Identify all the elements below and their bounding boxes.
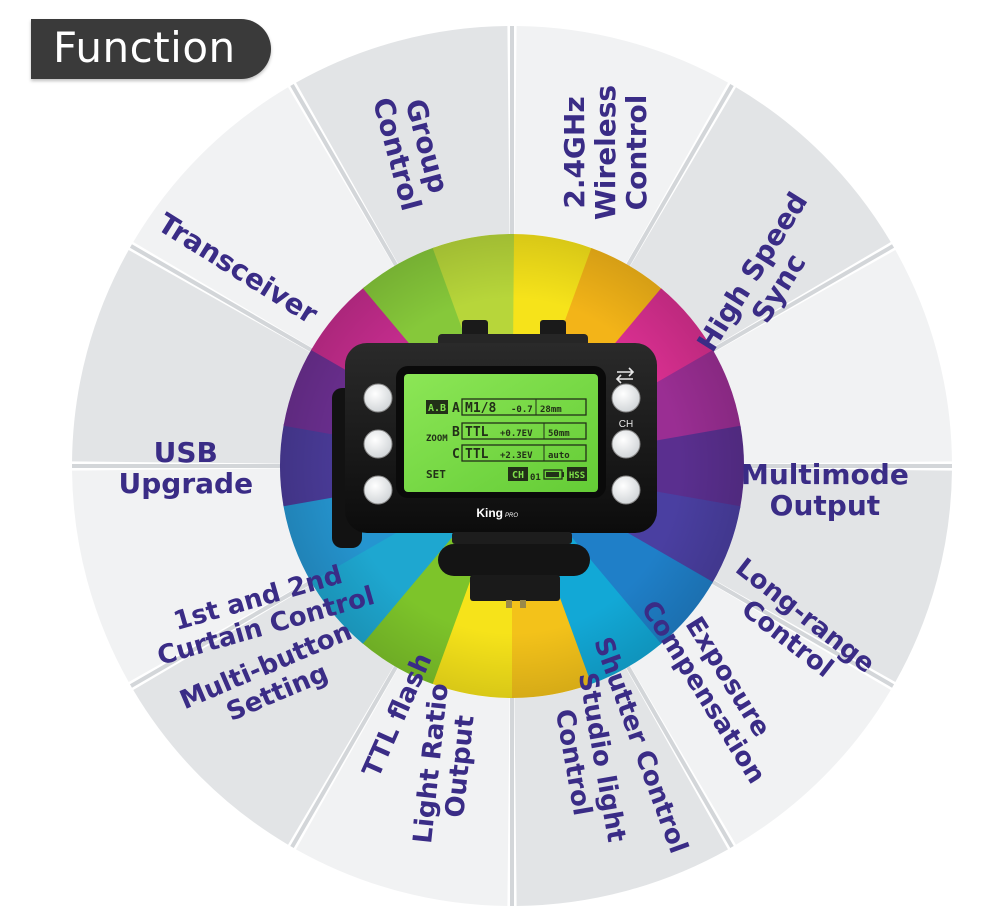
lcd-row-mode: TTL — [465, 425, 489, 440]
brand-name: King — [476, 506, 503, 520]
lcd-row-zoom: 28mm — [540, 405, 562, 415]
wheel-segment — [296, 668, 510, 906]
lcd-channel-label: CH — [512, 470, 524, 481]
segment-divider — [129, 580, 313, 688]
wheel-segment — [72, 250, 310, 464]
pairing-arrows-icon — [615, 367, 635, 384]
lcd-row-mode: M1/8 — [465, 401, 496, 416]
foot-shoe — [470, 575, 560, 601]
lcd-row-group: A — [452, 401, 460, 416]
segment-divider — [290, 83, 398, 267]
feature-label-line: Multimode — [741, 458, 909, 491]
page-title: Function — [53, 23, 236, 72]
left-button-2[interactable] — [363, 429, 393, 459]
segment-divider — [290, 665, 398, 849]
wheel-segment — [714, 250, 952, 464]
feature-label-line: Control — [619, 94, 653, 210]
lcd-row-comp: +0.7EV — [500, 429, 533, 439]
lcd-group-badge: A.B — [428, 403, 446, 414]
lcd-hss-label: HSS — [569, 471, 585, 481]
segment-divider — [626, 665, 734, 849]
feature-label-line: USB — [153, 436, 218, 469]
wheel-segment — [514, 668, 728, 906]
segment-divider — [626, 83, 734, 267]
lcd-row-comp: +2.3EV — [500, 451, 533, 461]
wheel-segment — [72, 468, 310, 682]
right-button-2[interactable] — [611, 429, 641, 459]
foot-lock-ring — [438, 544, 590, 576]
function-badge: Function — [31, 19, 271, 79]
lcd-row-group: C — [452, 447, 460, 462]
outer-segments — [72, 26, 952, 906]
right-button-1[interactable] — [611, 383, 641, 413]
segment-divider — [129, 244, 313, 352]
segment-divider — [711, 580, 895, 688]
lcd-row-zoom: auto — [548, 451, 570, 461]
lcd-set-label: SET — [426, 468, 446, 481]
lcd-zoom-label: ZOOM — [426, 434, 448, 444]
right-button-3[interactable] — [611, 475, 641, 505]
lcd-screen — [404, 374, 598, 492]
lcd-row-comp: -0.7 — [511, 405, 533, 415]
ch-label: CH — [619, 419, 633, 430]
feature-label-line: Output — [769, 489, 881, 522]
wheel-segment — [133, 87, 394, 348]
wheel-segment — [133, 584, 394, 845]
wireless-trigger-device: A.B ZOOM SET A M1/8 -0.7 28mm B TTL +0.7… — [332, 320, 657, 608]
feature-label-line: Upgrade — [118, 467, 254, 500]
lcd-row-mode: TTL — [465, 447, 489, 462]
foot-pin — [506, 600, 512, 608]
feature-label-line: Wireless — [588, 84, 622, 220]
wheel-segment — [296, 26, 510, 264]
brand-suffix: PRO — [505, 513, 518, 519]
left-button-3[interactable] — [363, 475, 393, 505]
segment-divider — [711, 244, 895, 352]
lcd-content: A.B ZOOM SET A M1/8 -0.7 28mm B TTL +0.7… — [426, 398, 587, 483]
left-button-1[interactable] — [363, 383, 393, 413]
wheel-segment — [630, 87, 891, 348]
lcd-row-zoom: 50mm — [548, 429, 570, 439]
feature-label-line: 2.4GHz — [557, 95, 591, 209]
foot-pin — [520, 600, 526, 608]
lcd-channel-value: 01 — [530, 473, 541, 483]
wheel-segment — [714, 468, 952, 682]
lcd-row-group: B — [452, 425, 460, 440]
foot-neck — [452, 532, 572, 544]
wheel-segment — [514, 26, 728, 264]
wheel-segment — [630, 584, 891, 845]
